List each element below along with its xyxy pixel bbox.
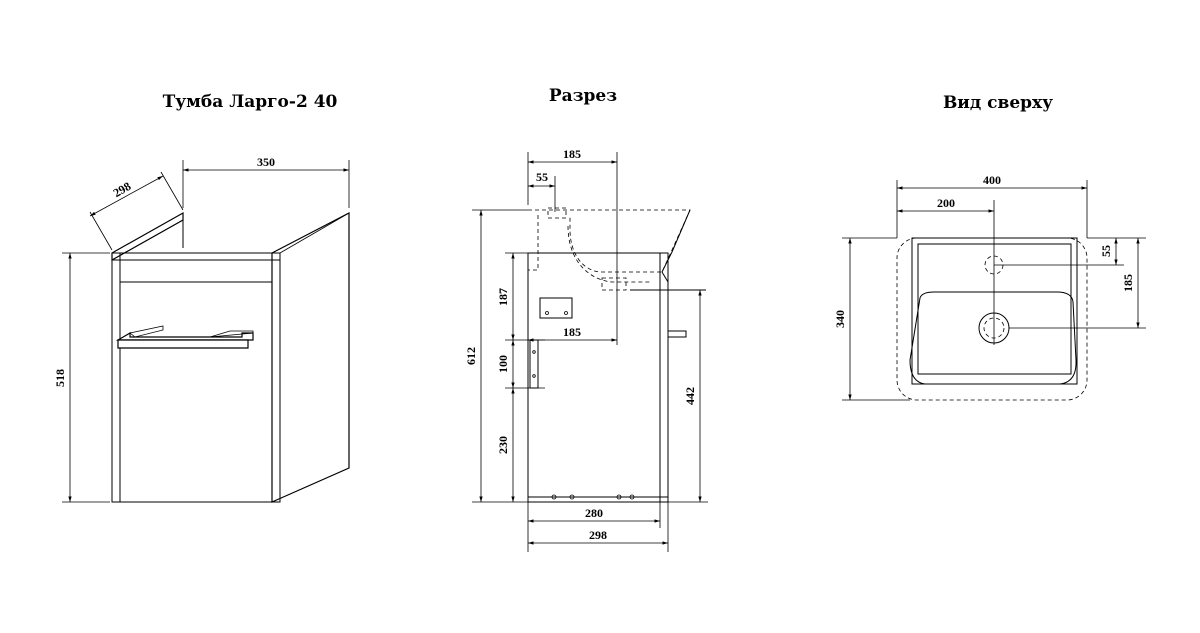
dim-section-442: 442: [683, 387, 697, 405]
dim-top-340: 340: [833, 310, 847, 328]
dim-section-top-185: 185: [563, 147, 581, 161]
dim-top-200: 200: [937, 196, 955, 210]
title-front-view: Тумба Ларго-2 40: [163, 92, 338, 112]
section-view-dimensions: 185 55 185 612 187 100 230 442 280 298: [464, 147, 708, 552]
dim-width-350: 350: [257, 155, 275, 169]
dim-height-518: 518: [53, 369, 67, 387]
dim-section-height-612: 612: [464, 347, 478, 365]
dim-top-55: 55: [1099, 245, 1113, 257]
dim-depth-298: 298: [111, 179, 134, 200]
front-view-cabinet: [111, 211, 350, 503]
dim-top-185: 185: [1121, 274, 1135, 292]
dim-section-280: 280: [585, 506, 603, 520]
dim-section-mid-185: 185: [563, 325, 581, 339]
dim-section-230: 230: [496, 436, 510, 454]
dim-section-100: 100: [496, 355, 510, 373]
dim-section-187: 187: [496, 288, 510, 306]
title-top-view: Вид сверху: [943, 93, 1053, 113]
dim-top-400: 400: [983, 173, 1001, 187]
dim-section-offset-55: 55: [536, 170, 548, 184]
top-view-dimensions: 400 200 340 55 185: [833, 173, 1146, 401]
dim-section-298: 298: [589, 528, 607, 542]
title-section-view: Разрез: [549, 86, 617, 106]
top-view-body: [896, 237, 1088, 401]
section-view-body: [527, 207, 706, 503]
